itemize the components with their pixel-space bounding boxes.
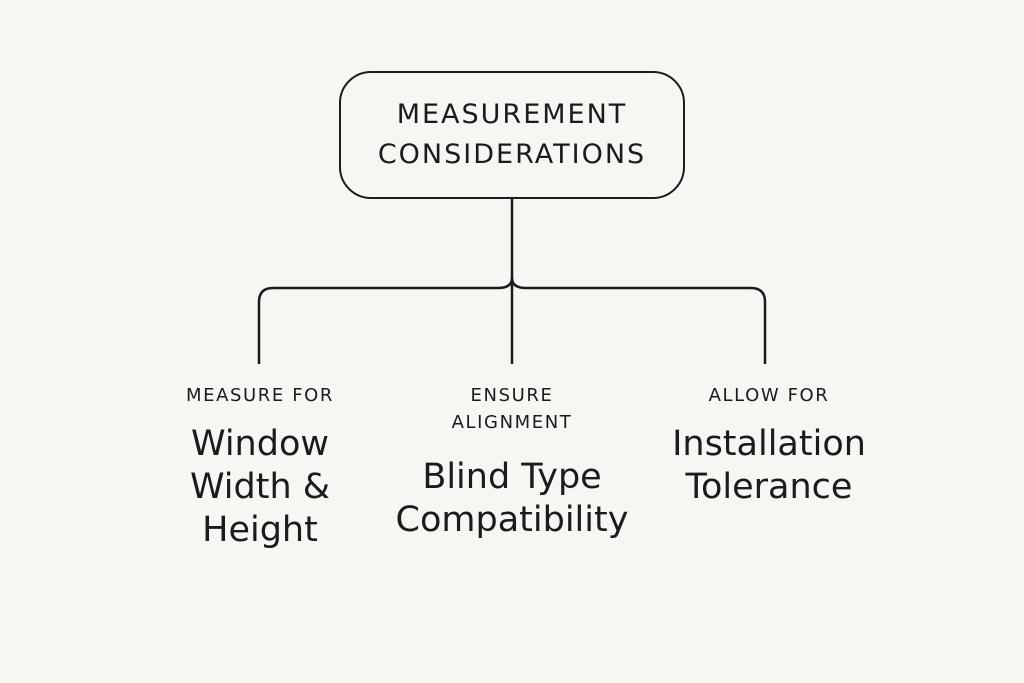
branch-title-line: Blind Type (422, 457, 602, 497)
branch-title-line: Window (190, 424, 329, 464)
branch-title-line: Height (202, 510, 318, 550)
branch-title-line: Compatibility (395, 500, 629, 540)
branch-kicker: MEASURE FOR (185, 385, 335, 406)
branch-kicker: ALIGNMENT (451, 412, 573, 433)
branch-measure-for: MEASURE FOR Window Width & Height (130, 382, 390, 552)
branch-kicker: ALLOW FOR (708, 385, 830, 406)
root-title-line-1: MEASUREMENT (396, 99, 628, 130)
branch-kicker: ENSURE (470, 385, 554, 406)
connector-right-branch (510, 277, 767, 364)
branch-title: Blind Type Compatibility (380, 456, 644, 542)
branch-title: Installation Tolerance (638, 423, 900, 509)
root-title-line-2: CONSIDERATIONS (377, 139, 647, 170)
branch-title-line: Tolerance (685, 467, 853, 507)
branch-ensure-alignment: ENSURE ALIGNMENT Blind Type Compatibilit… (380, 382, 644, 542)
branch-allow-for: ALLOW FOR Installation Tolerance (638, 382, 900, 509)
connector-left-branch (257, 277, 514, 364)
branch-title: Window Width & Height (130, 423, 390, 552)
root-node: MEASUREMENT CONSIDERATIONS (339, 71, 685, 199)
branch-title-line: Installation (672, 424, 866, 464)
branch-title-line: Width & (189, 467, 331, 507)
